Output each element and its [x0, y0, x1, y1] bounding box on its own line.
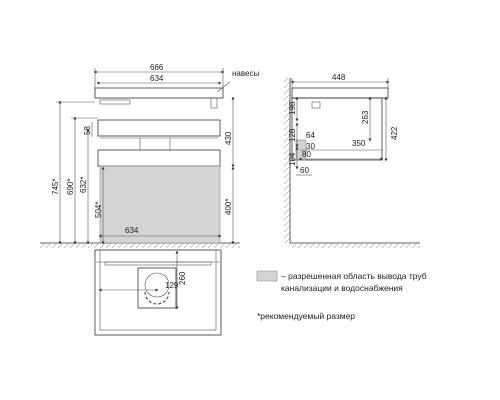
- front-basin-slot: [99, 99, 131, 105]
- dim-129: 129: [165, 281, 179, 290]
- dim-422: 422: [390, 126, 399, 140]
- dim-198: 198: [288, 101, 297, 115]
- front-drawer-lower: [97, 149, 221, 167]
- dim-400: 400*: [224, 199, 233, 215]
- front-countertop: [94, 87, 224, 99]
- legend-swatch: [256, 270, 278, 282]
- dim-745: 745*: [51, 179, 60, 195]
- side-view: 448 198 128 104 263 422 64 30 80 350 60: [284, 73, 420, 248]
- side-cabinet: [291, 87, 389, 99]
- plan-outline: [94, 249, 222, 336]
- front-pipe-zone: [99, 165, 221, 244]
- legend-line-1: – разрешенная область вывода труб: [281, 271, 427, 281]
- dim-260: 260: [178, 271, 187, 285]
- hinges-label: навесы: [232, 69, 259, 78]
- plan-view: 129 260: [94, 249, 222, 336]
- dim-430: 430: [224, 131, 233, 145]
- dim-60: 60: [300, 166, 309, 175]
- dim-58: 58: [83, 126, 92, 135]
- dim-504: 504*: [94, 202, 103, 218]
- dim-448: 448: [332, 73, 346, 82]
- front-view: навесы 666 634 745* 690* 632* 58 504* 43…: [40, 63, 259, 248]
- front-floor-hatch: [40, 243, 240, 248]
- legend-line-2: канализации и водоснабжения: [281, 283, 403, 293]
- dim-634-top: 634: [150, 74, 164, 83]
- front-drawer-upper: [97, 119, 221, 137]
- dim-64: 64: [306, 131, 315, 140]
- dim-30: 30: [306, 142, 315, 151]
- dim-666: 666: [150, 63, 164, 72]
- recommended-size-note: *рекомендуемый размер: [257, 311, 356, 321]
- dim-128: 128: [288, 128, 297, 142]
- dim-263: 263: [361, 110, 370, 124]
- legend-text: – разрешенная область вывода труб канали…: [281, 270, 427, 294]
- dim-690: 690*: [66, 179, 75, 195]
- dim-634-bottom: 634: [125, 226, 139, 235]
- front-right-post: [210, 97, 218, 109]
- dim-350: 350: [352, 139, 366, 148]
- dim-104: 104: [288, 152, 297, 166]
- dim-632: 632*: [79, 177, 88, 193]
- dim-80: 80: [302, 150, 311, 159]
